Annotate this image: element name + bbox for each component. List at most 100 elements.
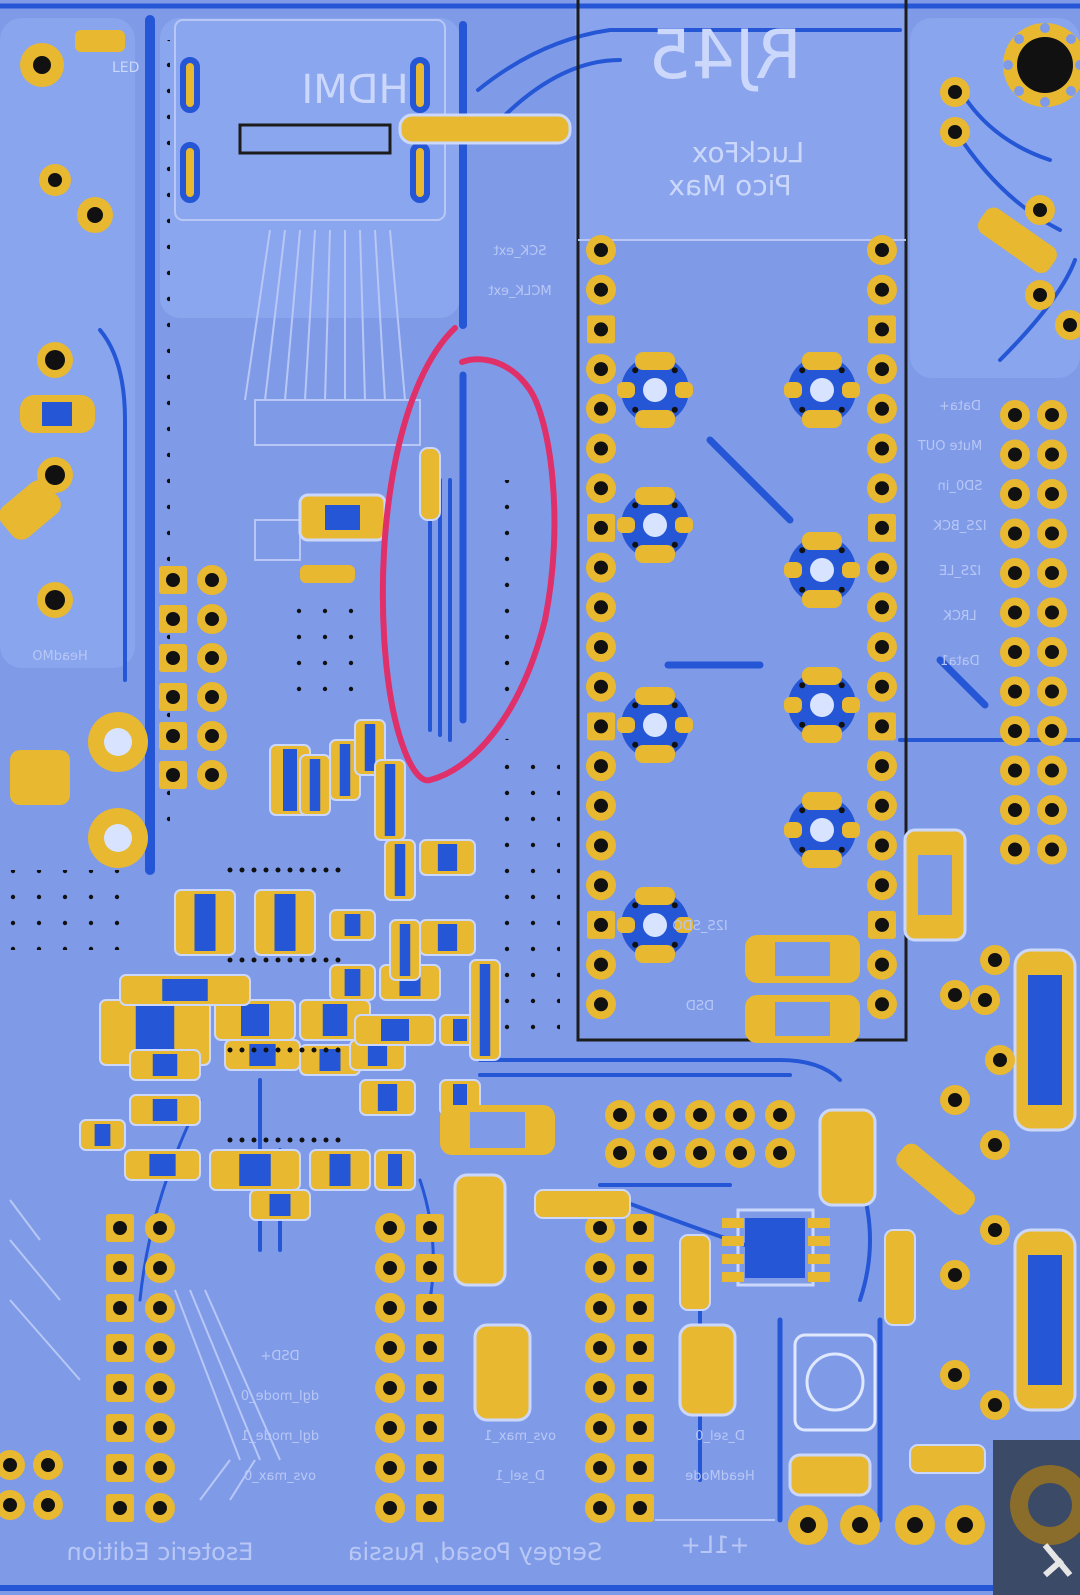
module-pin-headers [586, 235, 897, 1020]
smd-body [384, 764, 396, 836]
pin-hole [875, 957, 889, 972]
pin-hole [875, 719, 889, 734]
pin-hole [594, 282, 608, 297]
pin-hole [166, 729, 180, 743]
pin-hole [41, 1458, 55, 1472]
smd-body [274, 894, 296, 951]
pin-hole [423, 1261, 437, 1275]
annotation-ellipse [379, 325, 558, 784]
pin-hole [948, 125, 962, 139]
pin-hole [593, 1221, 607, 1235]
pin-hole [693, 1146, 707, 1160]
flower-pad [617, 382, 635, 398]
pin-hole [1045, 487, 1059, 501]
pin-hole [978, 993, 992, 1007]
flower-via [671, 502, 678, 509]
net-label: ovs_max_0 [244, 1469, 316, 1484]
pin-hole [875, 997, 889, 1012]
net-label: HeadMO [32, 649, 87, 664]
pin-hole [205, 612, 219, 626]
smd-body [309, 759, 321, 811]
pin-hole [1008, 842, 1022, 857]
smd-via [251, 1137, 257, 1143]
flower-center [810, 378, 834, 402]
pin-hole [383, 1381, 397, 1395]
pin-hole [1063, 318, 1077, 332]
smd-body [283, 749, 297, 811]
pin-hole [1008, 645, 1022, 659]
pin-hole [594, 441, 608, 456]
pin-hole [948, 988, 962, 1002]
hdmi-silk: HDMI [238, 67, 409, 155]
net-label: LRCK [943, 609, 977, 624]
pin-hole [948, 1093, 962, 1107]
smd-via [335, 867, 341, 873]
smd-via [275, 867, 281, 873]
pin-hole [633, 1381, 647, 1395]
smd-via [323, 1047, 329, 1053]
pin-hole [113, 1301, 127, 1315]
smd-via [323, 957, 329, 963]
pin-hole [594, 520, 608, 535]
smd-body [437, 924, 458, 951]
pin-hole [383, 1421, 397, 1435]
pin-hole [594, 759, 608, 774]
smd-body [152, 1054, 178, 1076]
pin-hole [594, 719, 608, 734]
smd-via [323, 867, 329, 873]
flower-via [632, 941, 639, 948]
smd-body [94, 1124, 111, 1146]
flower-via [838, 846, 845, 853]
pin-hole [875, 560, 889, 575]
pin-hole [423, 1301, 437, 1315]
pin-hole [633, 1501, 647, 1515]
pin-hole [1008, 605, 1022, 620]
middle-pin-header [605, 1100, 795, 1168]
flower-via [632, 406, 639, 413]
net-label: DSD [686, 999, 714, 1014]
smd-via [227, 1137, 233, 1143]
pin-hole [205, 651, 219, 665]
smd-body [344, 914, 361, 936]
pin-hole [153, 1421, 167, 1435]
pin-hole [41, 1498, 55, 1512]
silk-net-labels: I2S_BCKSCK_extMCLK_extSD0_inI2S_LELRCKDa… [32, 244, 986, 1484]
flower-via [799, 721, 806, 728]
pin-hole [653, 1108, 667, 1122]
smd-via [299, 1047, 305, 1053]
flower-pad [802, 725, 842, 743]
pin-hole [594, 957, 608, 972]
pin-hole [594, 640, 608, 654]
hdmi-label: HDMI [301, 67, 408, 113]
pin-hole [875, 838, 889, 853]
luckfox-module-outline [576, 0, 908, 1042]
pin-hole [1045, 605, 1059, 620]
flower-via [838, 547, 845, 554]
flower-pad [635, 745, 675, 763]
smd-body [149, 1154, 176, 1176]
flower-pad [802, 792, 842, 810]
pin-hole [113, 1221, 127, 1235]
smd-via [299, 1137, 305, 1143]
pin-hole [593, 1501, 607, 1515]
smd-body [344, 969, 361, 996]
smd-body [329, 1154, 351, 1186]
pin-hole [1008, 724, 1022, 738]
flower-pad [635, 687, 675, 705]
flower-center [810, 693, 834, 717]
pin-hole [113, 1461, 127, 1475]
pin-hole [988, 953, 1002, 967]
pin-hole [1045, 447, 1059, 462]
pin-hole [633, 1461, 647, 1475]
pin-hole [593, 1261, 607, 1275]
pin-hole [205, 573, 219, 587]
net-label: Data+ [939, 399, 981, 414]
pin-hole [1008, 566, 1022, 580]
pin-hole [733, 1108, 747, 1122]
pin-hole [594, 362, 608, 377]
smd-via [335, 1137, 341, 1143]
smd-via [239, 1047, 245, 1053]
smd-body [162, 979, 208, 1001]
net-label: D_sel_0 [695, 1429, 745, 1444]
